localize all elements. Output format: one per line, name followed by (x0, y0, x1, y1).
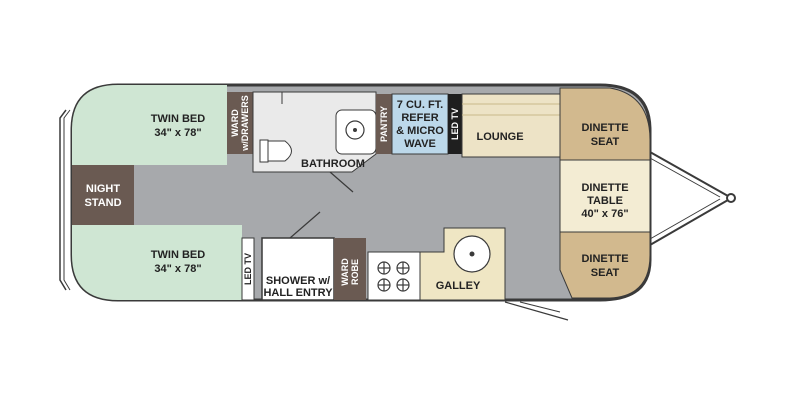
galley-label: GALLEY (436, 280, 481, 292)
refer-line4: WAVE (404, 138, 436, 150)
twin-bed-bottom (72, 225, 242, 300)
toilet-bowl (267, 140, 292, 162)
wardrobe (334, 238, 366, 300)
wardrobe-drawers (227, 92, 253, 154)
twin-bed-top (72, 85, 227, 165)
dinette-seat-top-line2: SEAT (591, 136, 620, 148)
lounge-label: LOUNGE (476, 131, 523, 143)
bathroom-label: BATHROOM (301, 158, 365, 170)
dinette-table (559, 159, 650, 233)
pantry (376, 94, 392, 154)
dinette-seat-bottom (559, 231, 650, 299)
lounge (461, 93, 561, 158)
twin-bed-top-title: TWIN BED (151, 113, 205, 125)
led-tv-bottom (241, 237, 255, 300)
dinette-table-line1: DINETTE (581, 182, 628, 194)
dinette-seat-top (559, 87, 650, 161)
stove (367, 251, 421, 300)
wardrobe-line1: WARD (340, 258, 350, 286)
rear-bumper (59, 109, 71, 291)
twin-bed-bottom-size: 34" x 78" (154, 263, 201, 275)
led-tv-top (448, 94, 462, 154)
dinette-seat-bottom-line1: DINETTE (581, 253, 628, 265)
shower-line2: HALL ENTRY (263, 287, 333, 299)
refer-line2: REFER (401, 112, 438, 124)
bathroom-door[interactable] (329, 171, 354, 193)
twin-bed-bottom-title: TWIN BED (151, 249, 205, 261)
dinette-seat-top-line1: DINETTE (581, 122, 628, 134)
night-stand-line2: STAND (84, 197, 121, 209)
night-stand-line1: NIGHT (86, 183, 121, 195)
toilet-tank (259, 139, 269, 163)
led-tv-bottom-label: LED TV (243, 253, 253, 285)
led-tv-top-label: LED TV (450, 108, 460, 140)
wardrobe-drawers-line1: WARD (230, 109, 240, 137)
pantry-label: PANTRY (379, 106, 389, 142)
trailer-hitch (649, 151, 736, 246)
dinette-table-size: 40" x 76" (581, 208, 628, 220)
twin-bed-top-size: 34" x 78" (154, 127, 201, 139)
dinette-seat-bottom-line2: SEAT (591, 267, 620, 279)
night-stand (72, 165, 134, 225)
hall-door[interactable] (289, 211, 321, 239)
refer-line3: & MICRO (396, 125, 444, 137)
burners-icon (377, 261, 410, 292)
wardrobe-drawers-line2: w/DRAWERS (240, 95, 250, 152)
wardrobe-line2: ROBE (350, 259, 360, 285)
shower-line1: SHOWER w/ (266, 275, 330, 287)
refer-line1: 7 CU. FT. (397, 99, 443, 111)
entry-door[interactable] (504, 301, 569, 321)
dinette-table-line2: TABLE (587, 195, 623, 207)
shower (261, 237, 335, 300)
